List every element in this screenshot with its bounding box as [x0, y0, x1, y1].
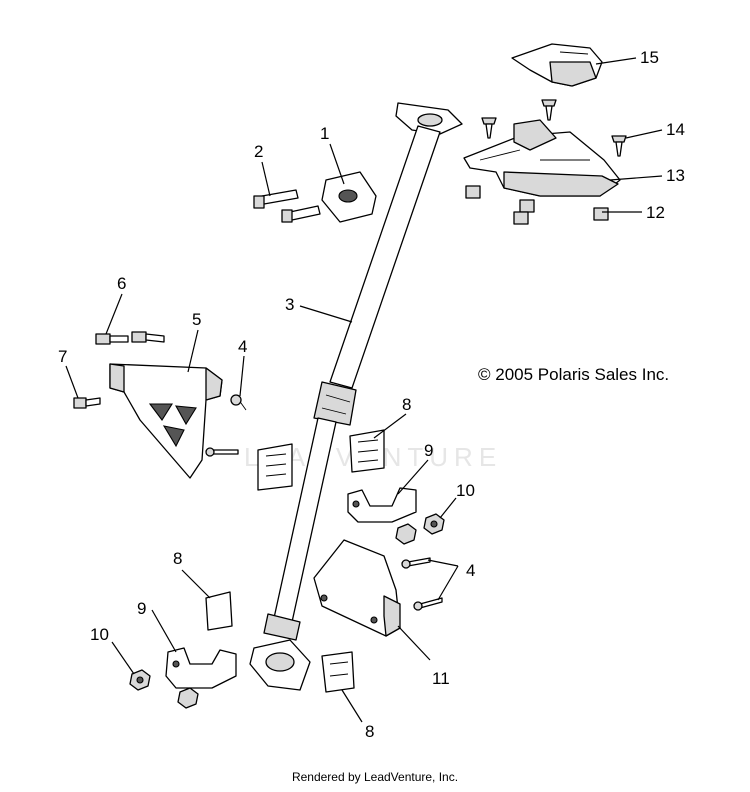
callout-7: 7	[58, 347, 67, 366]
callout-8-top: 8	[402, 395, 411, 414]
callout-14: 14	[666, 120, 685, 139]
callout-8-left: 8	[173, 549, 182, 568]
callout-1: 1	[320, 124, 329, 143]
callout-2: 2	[254, 142, 263, 161]
mounting-base-part[interactable]	[463, 119, 621, 197]
callout-6: 6	[117, 274, 126, 293]
footer-text: Rendered by LeadVenture, Inc.	[291, 770, 459, 784]
left-bracket-part[interactable]	[109, 363, 223, 479]
bolt-part[interactable]	[253, 189, 321, 223]
callout-9-left: 9	[137, 599, 146, 618]
callout-12: 12	[646, 203, 665, 222]
pin-part-right[interactable]	[401, 557, 443, 611]
callout-11: 11	[432, 669, 450, 688]
bushing-part[interactable]	[205, 429, 385, 693]
callout-10-right: 10	[456, 481, 475, 500]
top-cover-part[interactable]	[511, 43, 603, 87]
callout-4-right: 4	[466, 561, 475, 580]
callout-15: 15	[640, 48, 659, 67]
leader-lines	[65, 57, 663, 723]
callout-10-left: 10	[90, 625, 109, 644]
steering-column-part[interactable]	[249, 102, 463, 691]
u-bracket-part[interactable]	[165, 487, 417, 689]
right-bracket-part[interactable]	[313, 539, 401, 637]
callout-9-right: 9	[424, 441, 433, 460]
callout-4-left: 4	[238, 337, 247, 356]
callout-13: 13	[666, 166, 685, 185]
callout-8-bottom: 8	[365, 722, 374, 741]
clip-part[interactable]	[465, 185, 609, 225]
callout-3: 3	[285, 295, 294, 314]
nut-part[interactable]	[129, 513, 445, 709]
copyright-text: © 2005 Polaris Sales Inc.	[478, 365, 670, 384]
pin-part[interactable]	[205, 394, 247, 457]
callout-5: 5	[192, 310, 201, 329]
small-bolt-part[interactable]	[73, 331, 165, 409]
clamp-part[interactable]	[321, 171, 377, 223]
screw-part[interactable]	[481, 99, 627, 157]
callout-labels: 1 2 3 4 4 5 6 7 8 8 8 9 9 10 10 11 12 13…	[58, 48, 685, 741]
